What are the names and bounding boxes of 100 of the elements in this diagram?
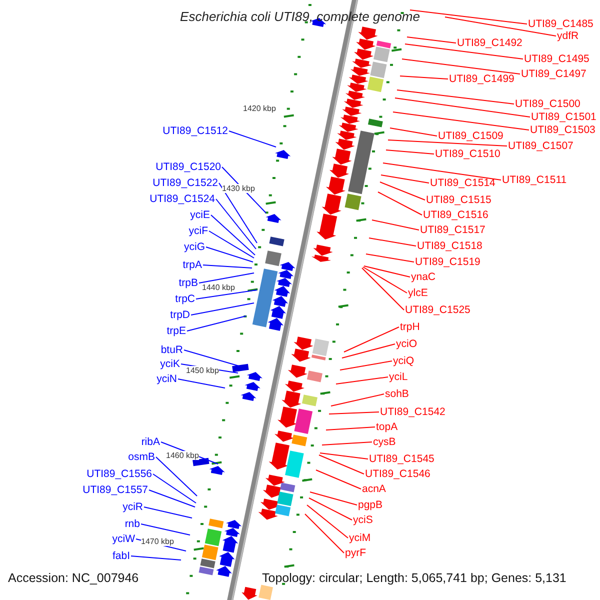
leader-line bbox=[308, 498, 352, 520]
leader-line bbox=[380, 174, 430, 184]
leader-line bbox=[406, 36, 456, 44]
gene-label: UTI89_C1517 bbox=[420, 224, 486, 236]
leader-line bbox=[364, 266, 410, 278]
gene-label: sohB bbox=[385, 388, 409, 400]
leader-line bbox=[318, 454, 364, 474]
gene-label: UTI89_C1495 bbox=[524, 53, 590, 65]
gene-label: yciW bbox=[112, 533, 135, 545]
leader-line bbox=[388, 140, 508, 146]
gene-label: UTI89_C1519 bbox=[415, 256, 480, 268]
gene-label: UTI89_C1515 bbox=[426, 194, 492, 206]
leader-line bbox=[342, 344, 396, 358]
leader-line bbox=[216, 198, 256, 250]
leader-line bbox=[372, 220, 420, 230]
scale-label: 1450 kbp bbox=[186, 366, 219, 375]
leader-line bbox=[316, 470, 362, 490]
leader-line bbox=[394, 98, 530, 118]
gene-label: UTI89_C1499 bbox=[449, 73, 514, 85]
leader-line bbox=[400, 76, 448, 80]
gene-label: yciO bbox=[396, 338, 417, 350]
gene-label: acnA bbox=[362, 483, 386, 495]
gene-label: UTI89_C1520 bbox=[156, 161, 221, 173]
leader-line bbox=[156, 456, 198, 496]
gene-label: trpC bbox=[175, 293, 195, 305]
gene-label: osmB bbox=[128, 451, 155, 463]
gene-label: UTI89_C1542 bbox=[380, 406, 446, 418]
leader-line bbox=[218, 182, 258, 244]
gene-label: UTI89_C1545 bbox=[369, 453, 434, 465]
gene-label: UTI89_C1514 bbox=[430, 177, 496, 189]
gene-label: UTI89_C1522 bbox=[152, 177, 218, 189]
leader-line bbox=[304, 514, 344, 554]
leader-line bbox=[378, 192, 422, 216]
gene-label: UTI89_C1492 bbox=[457, 37, 522, 49]
gene-label: fabI bbox=[112, 550, 130, 562]
leader-line bbox=[404, 44, 524, 60]
gene-label: pgpB bbox=[358, 499, 383, 511]
leader-line bbox=[190, 302, 254, 316]
gene-label: trpH bbox=[400, 321, 420, 333]
leader-line bbox=[152, 474, 196, 504]
gene-label: UTI89_C1524 bbox=[150, 193, 215, 205]
leader-line bbox=[208, 230, 254, 258]
leader-line bbox=[148, 490, 196, 508]
leader-line bbox=[322, 442, 372, 446]
leader-line bbox=[390, 128, 438, 136]
leader-line bbox=[140, 524, 190, 536]
genome-info-text: Topology: circular; Length: 5,065,741 bp; Genes: 5,131 bbox=[262, 571, 566, 585]
diagram-title: Escherichia coli UTI89, complete genome bbox=[179, 9, 421, 24]
gene-label: yciG bbox=[184, 241, 205, 253]
gene-label: UTI89_C1518 bbox=[417, 240, 482, 252]
gene-label: cysB bbox=[373, 436, 396, 448]
gene-label: yciQ bbox=[393, 355, 414, 367]
leader-line bbox=[402, 58, 520, 74]
scale-label: 1440 kbp bbox=[202, 283, 235, 292]
leader-line bbox=[178, 378, 226, 388]
leader-line bbox=[310, 492, 358, 506]
leader-line bbox=[328, 412, 380, 414]
leader-line bbox=[320, 452, 368, 460]
gene-label: UTI89_C1500 bbox=[515, 98, 580, 110]
gene-label: yciE bbox=[190, 209, 210, 221]
gene-label: UTI89_C1512 bbox=[162, 125, 228, 137]
scale-label: 1420 kbp bbox=[243, 104, 276, 113]
gene-label: UTI89_C1557 bbox=[82, 484, 148, 496]
gene-label: ylcE bbox=[408, 287, 428, 299]
gene-label: yciL bbox=[389, 371, 408, 383]
leader-line bbox=[326, 426, 376, 430]
leader-line bbox=[362, 268, 404, 310]
leader-line bbox=[202, 264, 252, 268]
leader-line bbox=[344, 326, 400, 352]
gene-label: topA bbox=[376, 421, 398, 433]
leader-line bbox=[386, 150, 434, 154]
gene-label: pyrF bbox=[345, 547, 366, 559]
gene-label: trpB bbox=[178, 277, 198, 289]
leader-line bbox=[184, 350, 240, 366]
gene-label: UTI89_C1516 bbox=[423, 209, 488, 221]
leader-line bbox=[392, 112, 530, 130]
leader-line bbox=[444, 16, 556, 36]
gene-label: ynaC bbox=[411, 271, 436, 283]
scale-label: 1470 kbp bbox=[141, 537, 174, 546]
gene-label: UTI89_C1509 bbox=[438, 130, 504, 142]
gene-label: trpA bbox=[182, 259, 202, 271]
leader-line bbox=[206, 246, 254, 262]
leader-line bbox=[362, 266, 408, 294]
leader-line bbox=[306, 504, 348, 538]
leader-line bbox=[336, 376, 388, 384]
leader-line bbox=[410, 10, 528, 24]
gene-label: UTI89_C1485 bbox=[528, 18, 594, 30]
leader-line bbox=[130, 556, 182, 560]
gene-label: UTI89_C1546 bbox=[365, 468, 430, 480]
leader-line bbox=[330, 394, 384, 406]
gene-label: yciN bbox=[156, 373, 177, 385]
leader-line bbox=[196, 290, 258, 300]
leader-line bbox=[144, 506, 192, 518]
scale-label: 1460 kbp bbox=[166, 451, 199, 460]
gene-label: yciR bbox=[122, 501, 143, 513]
leader-line bbox=[340, 360, 392, 370]
gene-label: UTI89_C1507 bbox=[508, 140, 574, 152]
leader-line bbox=[380, 182, 426, 200]
leader-line bbox=[396, 90, 514, 104]
gene-label: UTI89_C1503 bbox=[530, 124, 596, 136]
